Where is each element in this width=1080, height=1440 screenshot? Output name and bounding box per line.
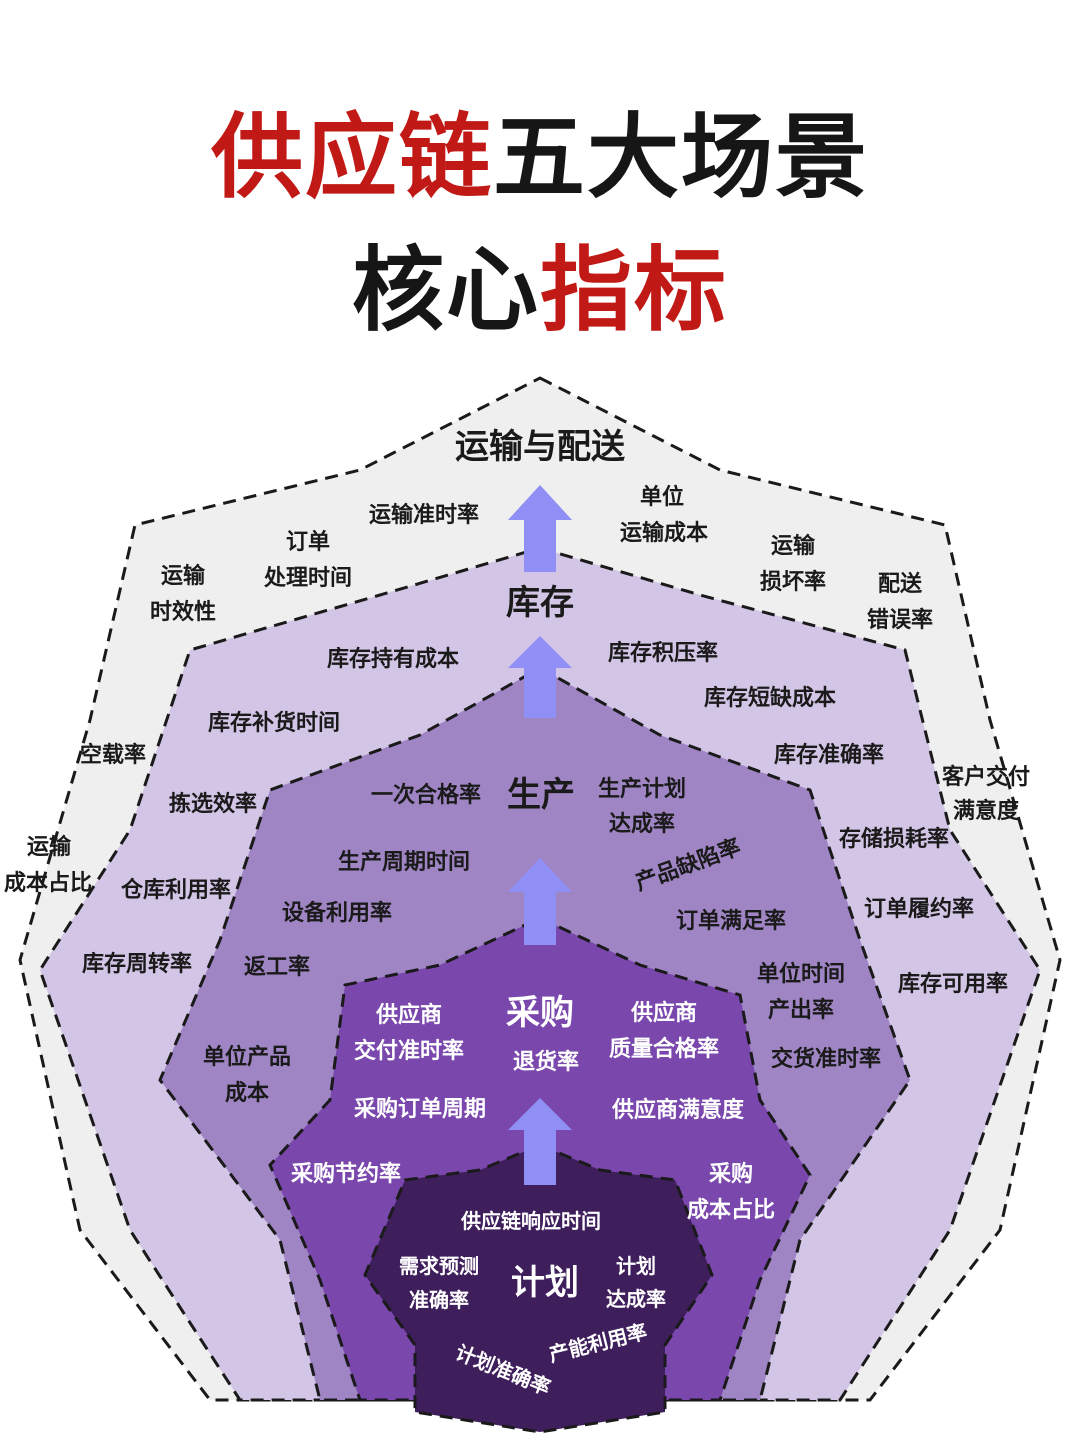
metric-procurement-cost-ratio-l2: 成本占比 — [687, 1198, 775, 1223]
metric-warehouse-utilization: 仓库利用率 — [120, 877, 231, 903]
metric-output-rate-l1: 单位时间 — [757, 961, 845, 987]
metric-shortage-cost: 库存短缺成本 — [704, 685, 836, 711]
metric-customer-satisfaction-l2: 满意度 — [953, 798, 1020, 824]
title-line-1: 供应链五大场景 — [0, 112, 1080, 204]
metric-response-time: 供应链响应时间 — [460, 1209, 601, 1233]
metric-supplier-quality-l2: 质量合格率 — [609, 1036, 719, 1062]
metric-equipment-utilization: 设备利用率 — [282, 900, 392, 926]
arrow-planning-to-procurement — [508, 1098, 572, 1185]
metric-order-time-l1: 订单 — [286, 530, 330, 555]
metric-storage-loss: 存储损耗率 — [839, 826, 949, 852]
title-black-part-2: 核心 — [351, 237, 540, 344]
metric-transport-cost-ratio-l1: 运输 — [27, 834, 72, 860]
metric-first-pass-yield: 一次合格率 — [371, 782, 481, 808]
layer-planning — [363, 1143, 714, 1434]
metric-timeliness-l2: 时效性 — [150, 599, 216, 625]
metric-forecast-accuracy-l2: 准确率 — [409, 1288, 469, 1312]
layer-title-transport: 运输与配送 — [455, 427, 625, 467]
metric-plan-achievement-l2: 达成率 — [606, 1287, 666, 1311]
metric-inventory-turnover: 库存周转率 — [82, 951, 192, 977]
metric-order-satisfaction: 订单满足率 — [676, 908, 786, 934]
metric-transport-on-time: 运输准时率 — [369, 502, 479, 528]
layer-title-inventory: 库存 — [506, 583, 574, 623]
metric-inventory-availability: 库存可用率 — [898, 971, 1008, 997]
metric-rework-rate: 返工率 — [244, 954, 310, 980]
metric-transport-cost-ratio-l2: 成本占比 — [4, 871, 92, 896]
metric-empty-load: 空载率 — [80, 742, 146, 768]
metric-customer-satisfaction-l1: 客户交付 — [942, 764, 1030, 790]
title-line-2: 核心指标 — [0, 245, 1080, 337]
metric-production-cycle-time: 生产周期时间 — [338, 850, 470, 875]
metric-overstock: 库存积压率 — [608, 640, 718, 666]
arrow-inventory-to-transport — [508, 485, 572, 572]
metric-supplier-quality-l1: 供应商 — [630, 1000, 697, 1026]
arrow-production-to-inventory — [508, 636, 572, 718]
metric-forecast-accuracy-l1: 需求预测 — [399, 1254, 479, 1278]
title-red-part-2: 指标 — [540, 237, 729, 344]
metric-supplier-ontime-l2: 交付准时率 — [354, 1038, 464, 1064]
metric-delivery-error-l2: 错误率 — [867, 607, 933, 633]
metric-plan-achievement-l1: 计划 — [616, 1254, 656, 1278]
metric-production-plan-rate-l2: 达成率 — [609, 811, 675, 837]
layer-title-production: 生产 — [507, 775, 575, 815]
metric-po-cycle: 采购订单周期 — [354, 1096, 486, 1122]
metric-holding-cost: 库存持有成本 — [327, 646, 459, 672]
metric-timeliness-l1: 运输 — [161, 563, 206, 589]
metric-supplier-ontime-l1: 供应商 — [375, 1002, 442, 1028]
layer-title-planning: 计划 — [511, 1263, 579, 1303]
metric-order-fulfillment: 订单履约率 — [864, 896, 974, 922]
layer-title-procurement: 采购 — [506, 993, 574, 1033]
arrow-procurement-to-production — [508, 858, 572, 945]
metric-unit-product-cost-l2: 成本 — [225, 1081, 269, 1106]
metric-damage-l2: 损坏率 — [760, 569, 826, 595]
metric-production-plan-rate-l1: 生产计划 — [598, 777, 686, 802]
metric-return-rate: 退货率 — [513, 1049, 579, 1075]
metric-transport-unit-cost-l2: 运输成本 — [620, 520, 708, 546]
metric-delivery-error-l1: 配送 — [878, 571, 922, 597]
metric-inventory-accuracy: 库存准确率 — [774, 742, 884, 768]
metric-replenish-time: 库存补货时间 — [208, 710, 340, 736]
metric-unit-product-cost-l1: 单位产品 — [203, 1044, 291, 1070]
metric-order-time-l2: 处理时间 — [263, 565, 352, 591]
metric-output-rate-l2: 产出率 — [768, 997, 834, 1023]
metric-picking-efficiency: 拣选效率 — [169, 791, 257, 817]
metric-procurement-savings: 采购节约率 — [291, 1161, 401, 1187]
metric-transport-unit-cost-l1: 单位 — [640, 484, 684, 510]
title-red-part: 供应链 — [210, 104, 493, 211]
metric-supplier-satisfaction: 供应商满意度 — [611, 1097, 745, 1123]
metric-damage-l1: 运输 — [771, 533, 816, 559]
title-black-part: 五大场景 — [493, 104, 870, 211]
metric-on-time-delivery: 交货准时率 — [771, 1046, 881, 1072]
metric-procurement-cost-ratio-l1: 采购 — [709, 1161, 753, 1187]
